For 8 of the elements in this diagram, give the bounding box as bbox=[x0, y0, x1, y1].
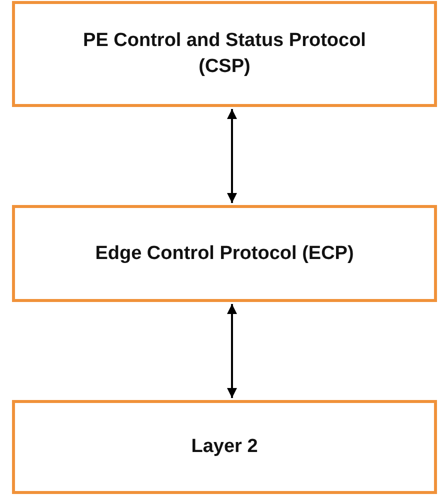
process-box bbox=[12, 205, 437, 302]
double-arrow bbox=[227, 304, 237, 398]
box-label: PE Control and Status Protocol (CSP) bbox=[82, 29, 367, 79]
process-box bbox=[12, 400, 437, 494]
box-label: Layer 2 bbox=[191, 435, 258, 460]
box-label: Edge Control Protocol (ECP) bbox=[95, 242, 354, 266]
double-arrow bbox=[227, 109, 237, 203]
process-box bbox=[12, 1, 437, 107]
